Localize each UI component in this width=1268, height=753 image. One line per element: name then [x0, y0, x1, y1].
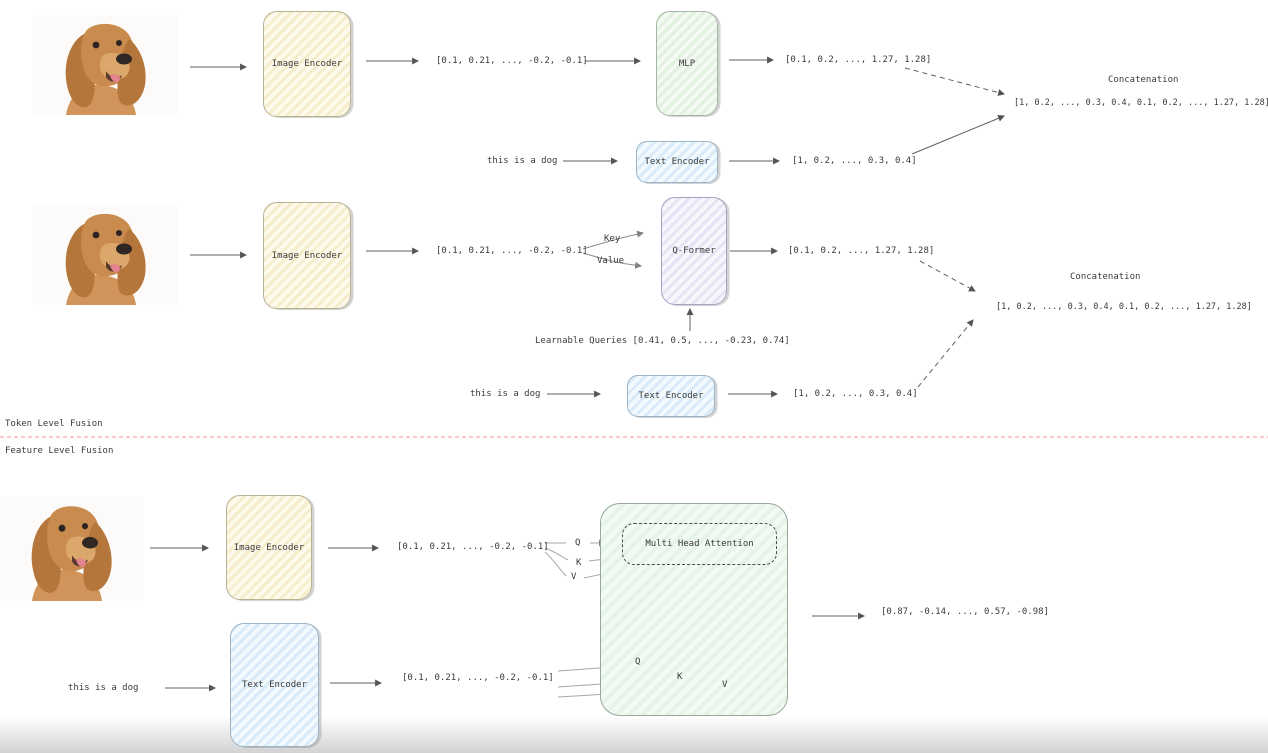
learnable-queries-label: Learnable Queries [0.41, 0.5, ..., -0.23…: [535, 336, 790, 346]
value-label: Value: [597, 256, 625, 266]
dog-image: [32, 15, 178, 115]
text-embedding-vector: [0.1, 0.21, ..., -0.2, -0.1]: [402, 673, 554, 683]
fusion-output-vector: [0.87, -0.14, ..., 0.57, -0.98]: [881, 607, 1049, 617]
text-input: this is a dog: [487, 156, 558, 166]
q-label: Q: [575, 538, 581, 548]
text-encoder-label: Text Encoder: [638, 391, 704, 401]
fusion-block: [600, 503, 788, 716]
dog-image: [0, 497, 144, 601]
text-input: this is a dog: [470, 389, 541, 399]
concatenation-title: Concatenation: [1070, 272, 1141, 282]
text-input: this is a dog: [68, 683, 139, 693]
image-embedding-vector: [0.1, 0.21, ..., -0.2, -0.1]: [436, 56, 588, 66]
image-encoder-label: Image Encoder: [233, 542, 305, 553]
text-embedding-vector: [1, 0.2, ..., 0.3, 0.4]: [793, 389, 918, 399]
v-label: V: [722, 680, 728, 690]
concatenation-vector: [1, 0.2, ..., 0.3, 0.4, 0.1, 0.2, ..., 1…: [996, 302, 1252, 312]
text-encoder-node: Text Encoder: [627, 375, 715, 417]
mlp-label: MLP: [678, 58, 696, 69]
image-encoder-label: Image Encoder: [271, 59, 343, 69]
qformer-node: Q-Former: [661, 197, 727, 305]
image-embedding-vector: [0.1, 0.21, ..., -0.2, -0.1]: [436, 246, 588, 256]
mlp-output-vector: [0.1, 0.2, ..., 1.27, 1.28]: [785, 55, 932, 65]
text-encoder-node: Text Encoder: [230, 623, 319, 747]
image-encoder-node: Image Encoder: [263, 11, 351, 117]
qformer-output-vector: [0.1, 0.2, ..., 1.27, 1.28]: [788, 246, 935, 256]
concatenation-vector: [1, 0.2, ..., 0.3, 0.4, 0.1, 0.2, ..., 1…: [1014, 98, 1268, 108]
multi-head-attention-label: Multi Head Attention: [645, 539, 754, 549]
text-encoder-label: Text Encoder: [644, 157, 710, 167]
image-encoder-label: Image Encoder: [271, 250, 343, 261]
concatenation-title: Concatenation: [1108, 75, 1179, 85]
key-label: Key: [604, 234, 621, 244]
q-label: Q: [635, 657, 641, 667]
image-encoder-node: Image Encoder: [263, 202, 351, 309]
multi-head-attention-node: Multi Head Attention: [622, 523, 777, 565]
image-embedding-vector: [0.1, 0.21, ..., -0.2, -0.1]: [397, 542, 549, 552]
mlp-node: MLP: [656, 11, 718, 116]
image-encoder-node: Image Encoder: [226, 495, 312, 600]
text-encoder-node: Text Encoder: [636, 141, 718, 183]
section-label-feature-level-fusion: Feature Level Fusion: [5, 446, 114, 456]
k-label: K: [576, 558, 582, 568]
text-embedding-vector: [1, 0.2, ..., 0.3, 0.4]: [792, 156, 917, 166]
dog-image: [32, 205, 178, 305]
background-gradient: [0, 716, 1268, 753]
v-label: V: [571, 572, 577, 582]
text-encoder-label: Text Encoder: [241, 680, 308, 690]
qformer-label: Q-Former: [672, 246, 716, 256]
section-label-token-level-fusion: Token Level Fusion: [5, 419, 103, 429]
k-label: K: [677, 672, 683, 682]
